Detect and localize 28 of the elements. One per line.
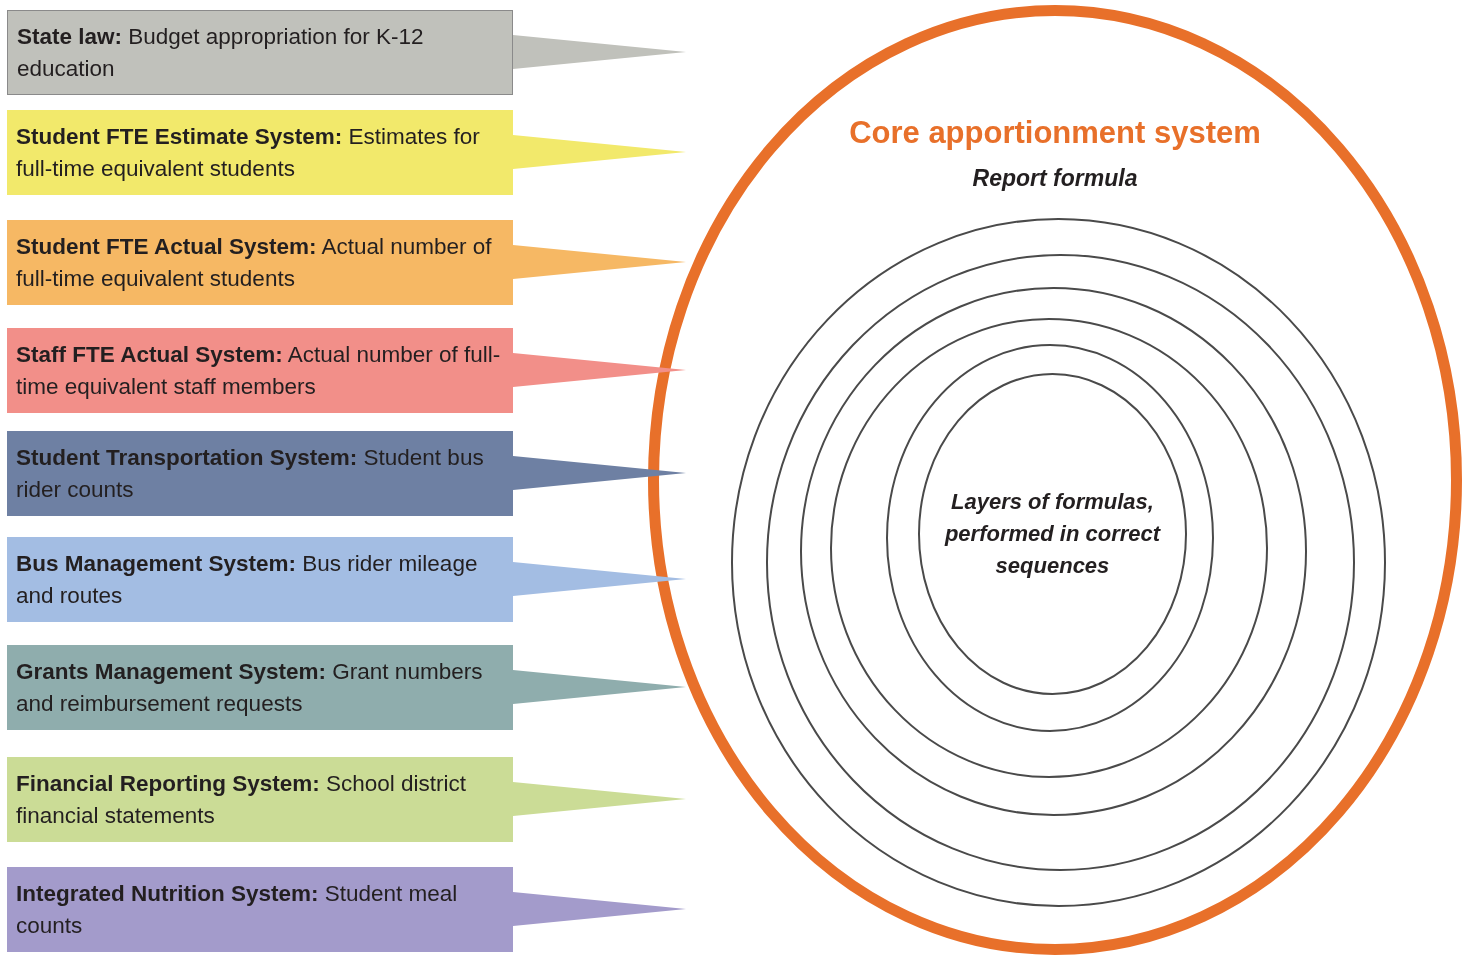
formula-ring [731,218,1386,907]
callout-text: Student FTE Actual System: Actual number of full-time equivalent students [16,232,493,293]
callout-box [7,431,513,516]
callout-box [7,220,513,305]
formula-ring [830,318,1268,778]
callout-text: Integrated Nutrition System: Student meal counts [16,879,459,940]
callout-text: Staff FTE Actual System: Actual number of full-time equivalent staff members [16,340,502,401]
callout-box [7,10,513,95]
outer-ring [648,5,1462,955]
callout-text: Student Transportation System: Student bus rider counts [16,443,485,504]
formula-ring [918,373,1187,695]
formula-ring [766,254,1355,871]
formula-ring [886,344,1214,732]
subtitle: Report formula [971,165,1139,192]
callout-text: Bus Management System: Bus rider mileage and routes [16,549,479,610]
callout-text: Student FTE Estimate System: Estimates for full-time equivalent students [16,122,481,183]
callout-box [7,537,513,622]
callout-box [7,645,513,730]
callout-text: Grants Management System: Grant numbers and reimbursement requests [16,657,484,718]
callout-box [7,867,513,952]
callout-box [7,328,513,413]
callout-text: Financial Reporting System: School district financial statements [16,769,468,830]
callout-text: State law: Budget appropriation for K-12 education [17,22,425,83]
system-title: Core apportionment system [848,115,1262,151]
callout-box [7,757,513,842]
formula-ring [800,287,1307,816]
callout-box [7,110,513,195]
ring-text: Layers of formulas, performed in correct sequences [943,488,1162,580]
